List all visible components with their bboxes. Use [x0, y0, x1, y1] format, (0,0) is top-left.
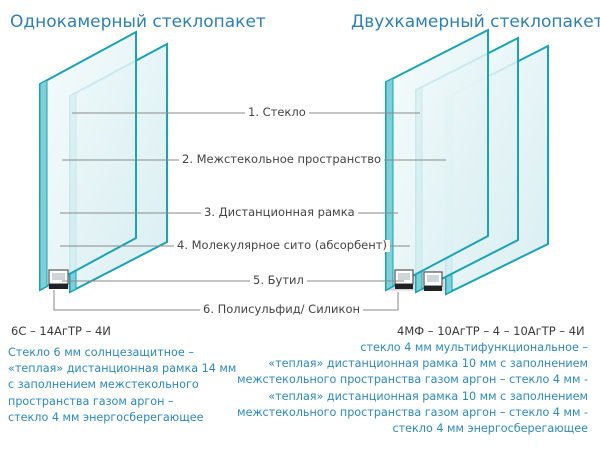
double-description-line: «теплая» дистанционная рамка 10 мм с зап… [268, 389, 588, 403]
single-chamber-unit [39, 30, 169, 294]
single-desiccant [52, 273, 65, 280]
double-title: Двухкамерный стеклопакет [351, 12, 600, 32]
single-sealant [49, 284, 68, 289]
double-desiccant-1 [398, 273, 410, 280]
single-pane-front-edge [39, 79, 48, 291]
single-code: 6С – 14АгТР – 4И [11, 324, 111, 338]
single-description-line: Стекло 6 мм солнцезащитное – [8, 346, 194, 359]
single-description-line: «теплая» дистанционная рамка 14 мм [8, 362, 237, 376]
single-description-line: пространства газом аргон – [8, 394, 174, 408]
single-description-line: стекло 4 мм энергосберегающее [8, 410, 204, 424]
label-molecular-sieve: 4. Молекулярное сито (абсорбент) [174, 239, 390, 252]
double-description-line: «теплая» дистанционная рамка 10 мм с зап… [268, 357, 588, 371]
double-description-line: межстекольного пространства газом аргон … [237, 405, 588, 419]
double-description-line: стекло 4 мм энергосберегающее [392, 422, 588, 436]
double-description: стекло 4 мм мультифункциональное – «тепл… [237, 340, 588, 437]
single-description: Стекло 6 мм солнцезащитное – «теплая» ди… [8, 345, 236, 426]
label-spacer-frame: 3. Дистанционная рамка [201, 206, 358, 219]
label-interpane-space: 2. Межстекольное пространство [179, 153, 385, 166]
label-butyl: 5. Бутил [250, 274, 307, 287]
double-sealant-2 [424, 286, 442, 291]
single-title: Однокамерный стеклопакет [10, 12, 266, 32]
double-pane-1-edge [385, 77, 394, 291]
label-glass: 1. Стекло [245, 106, 309, 119]
double-description-line: межстекольного пространства газом аргон … [237, 373, 588, 387]
double-desiccant-2 [427, 275, 439, 282]
single-description-line: с заполнением межстекольного [8, 378, 199, 392]
double-chamber-unit [385, 28, 549, 296]
double-description-line: стекло 4 мм мультифункциональное – [360, 341, 588, 354]
double-sealant-1 [395, 284, 413, 289]
label-sealant: 6. Полисульфид/ Силикон [200, 303, 364, 316]
double-code: 4МФ – 10АгТР – 4 – 10АгТР – 4И [397, 324, 585, 338]
